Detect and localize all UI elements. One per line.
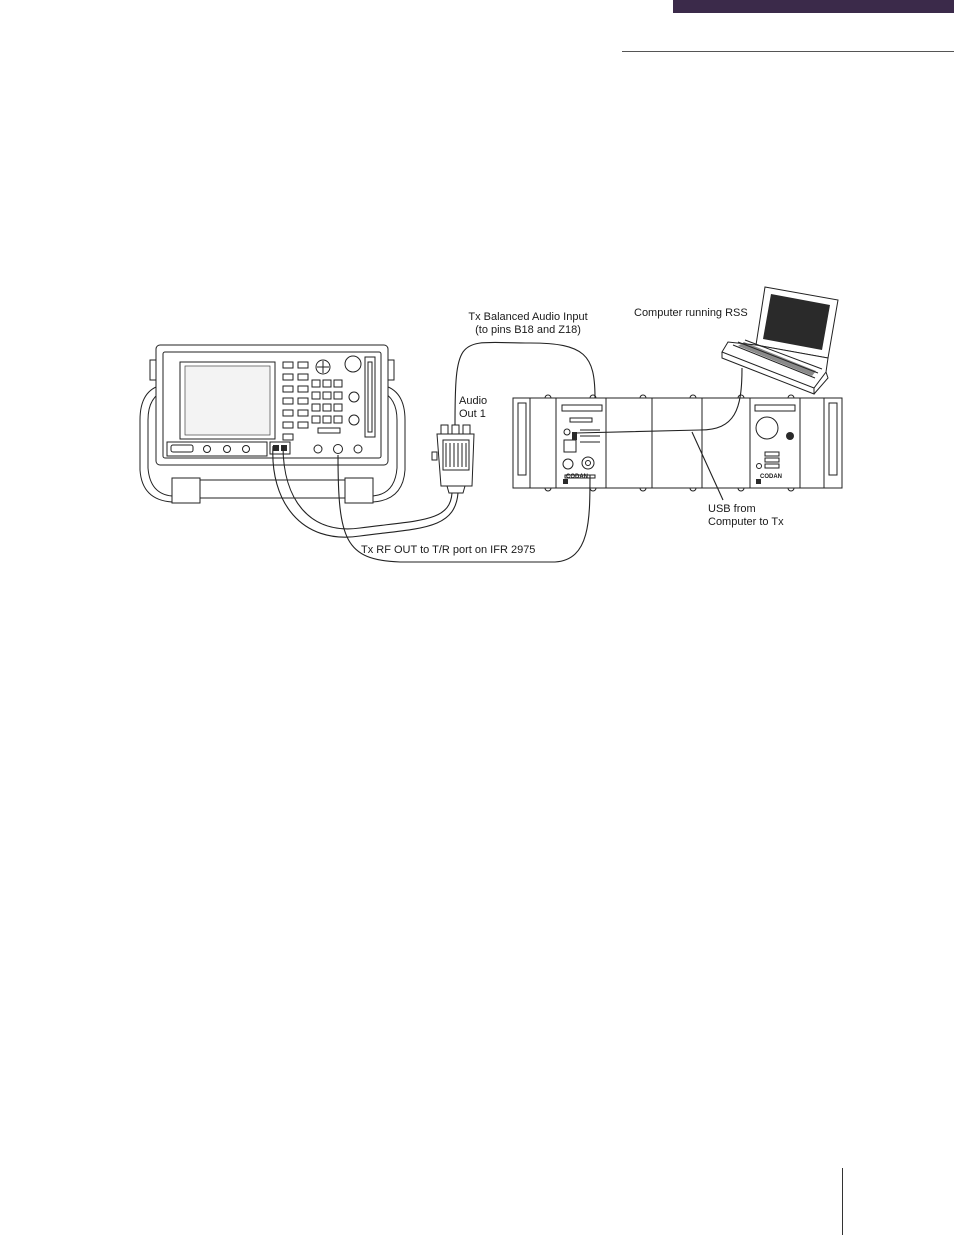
cables [272,341,743,563]
rack-transmitter [512,394,843,492]
keypad [297,359,343,434]
header-rule [622,51,954,52]
cable-audio-out-b [282,445,453,530]
label-audio-out: Audio Out 1 [459,395,487,421]
usb-leader-line [691,431,724,501]
cable-rf-out [337,454,591,563]
codan-logo-right: CODAN [760,474,782,480]
label-computer: Computer running RSS [634,307,748,319]
label-tx-audio-input-line2: (to pins B18 and Z18) [475,324,581,336]
cable-audio-input [454,341,596,426]
ifr-test-set [139,344,406,504]
footer-rule [842,1168,843,1235]
soft-keys [282,361,294,441]
header-accent-bar [673,0,954,13]
label-rf-out: Tx RF OUT to T/R port on IFR 2975 [361,544,536,556]
cable-usb [575,367,743,434]
audio-adapter [431,424,475,494]
codan-logo-left: CODAN [566,474,588,480]
label-usb-line1: USB from [708,503,756,515]
label-usb-line2: Computer to Tx [708,516,784,528]
label-tx-audio-input: Tx Balanced Audio Input (to pins B18 and… [443,311,613,337]
label-usb: USB from Computer to Tx [708,503,784,529]
label-audio-out-line1: Audio [459,395,488,407]
laptop-computer [721,286,839,395]
label-tx-audio-input-line1: Tx Balanced Audio Input [468,311,588,323]
label-audio-out-line2: Out 1 [459,408,486,420]
cable-audio-out-a [272,445,459,538]
